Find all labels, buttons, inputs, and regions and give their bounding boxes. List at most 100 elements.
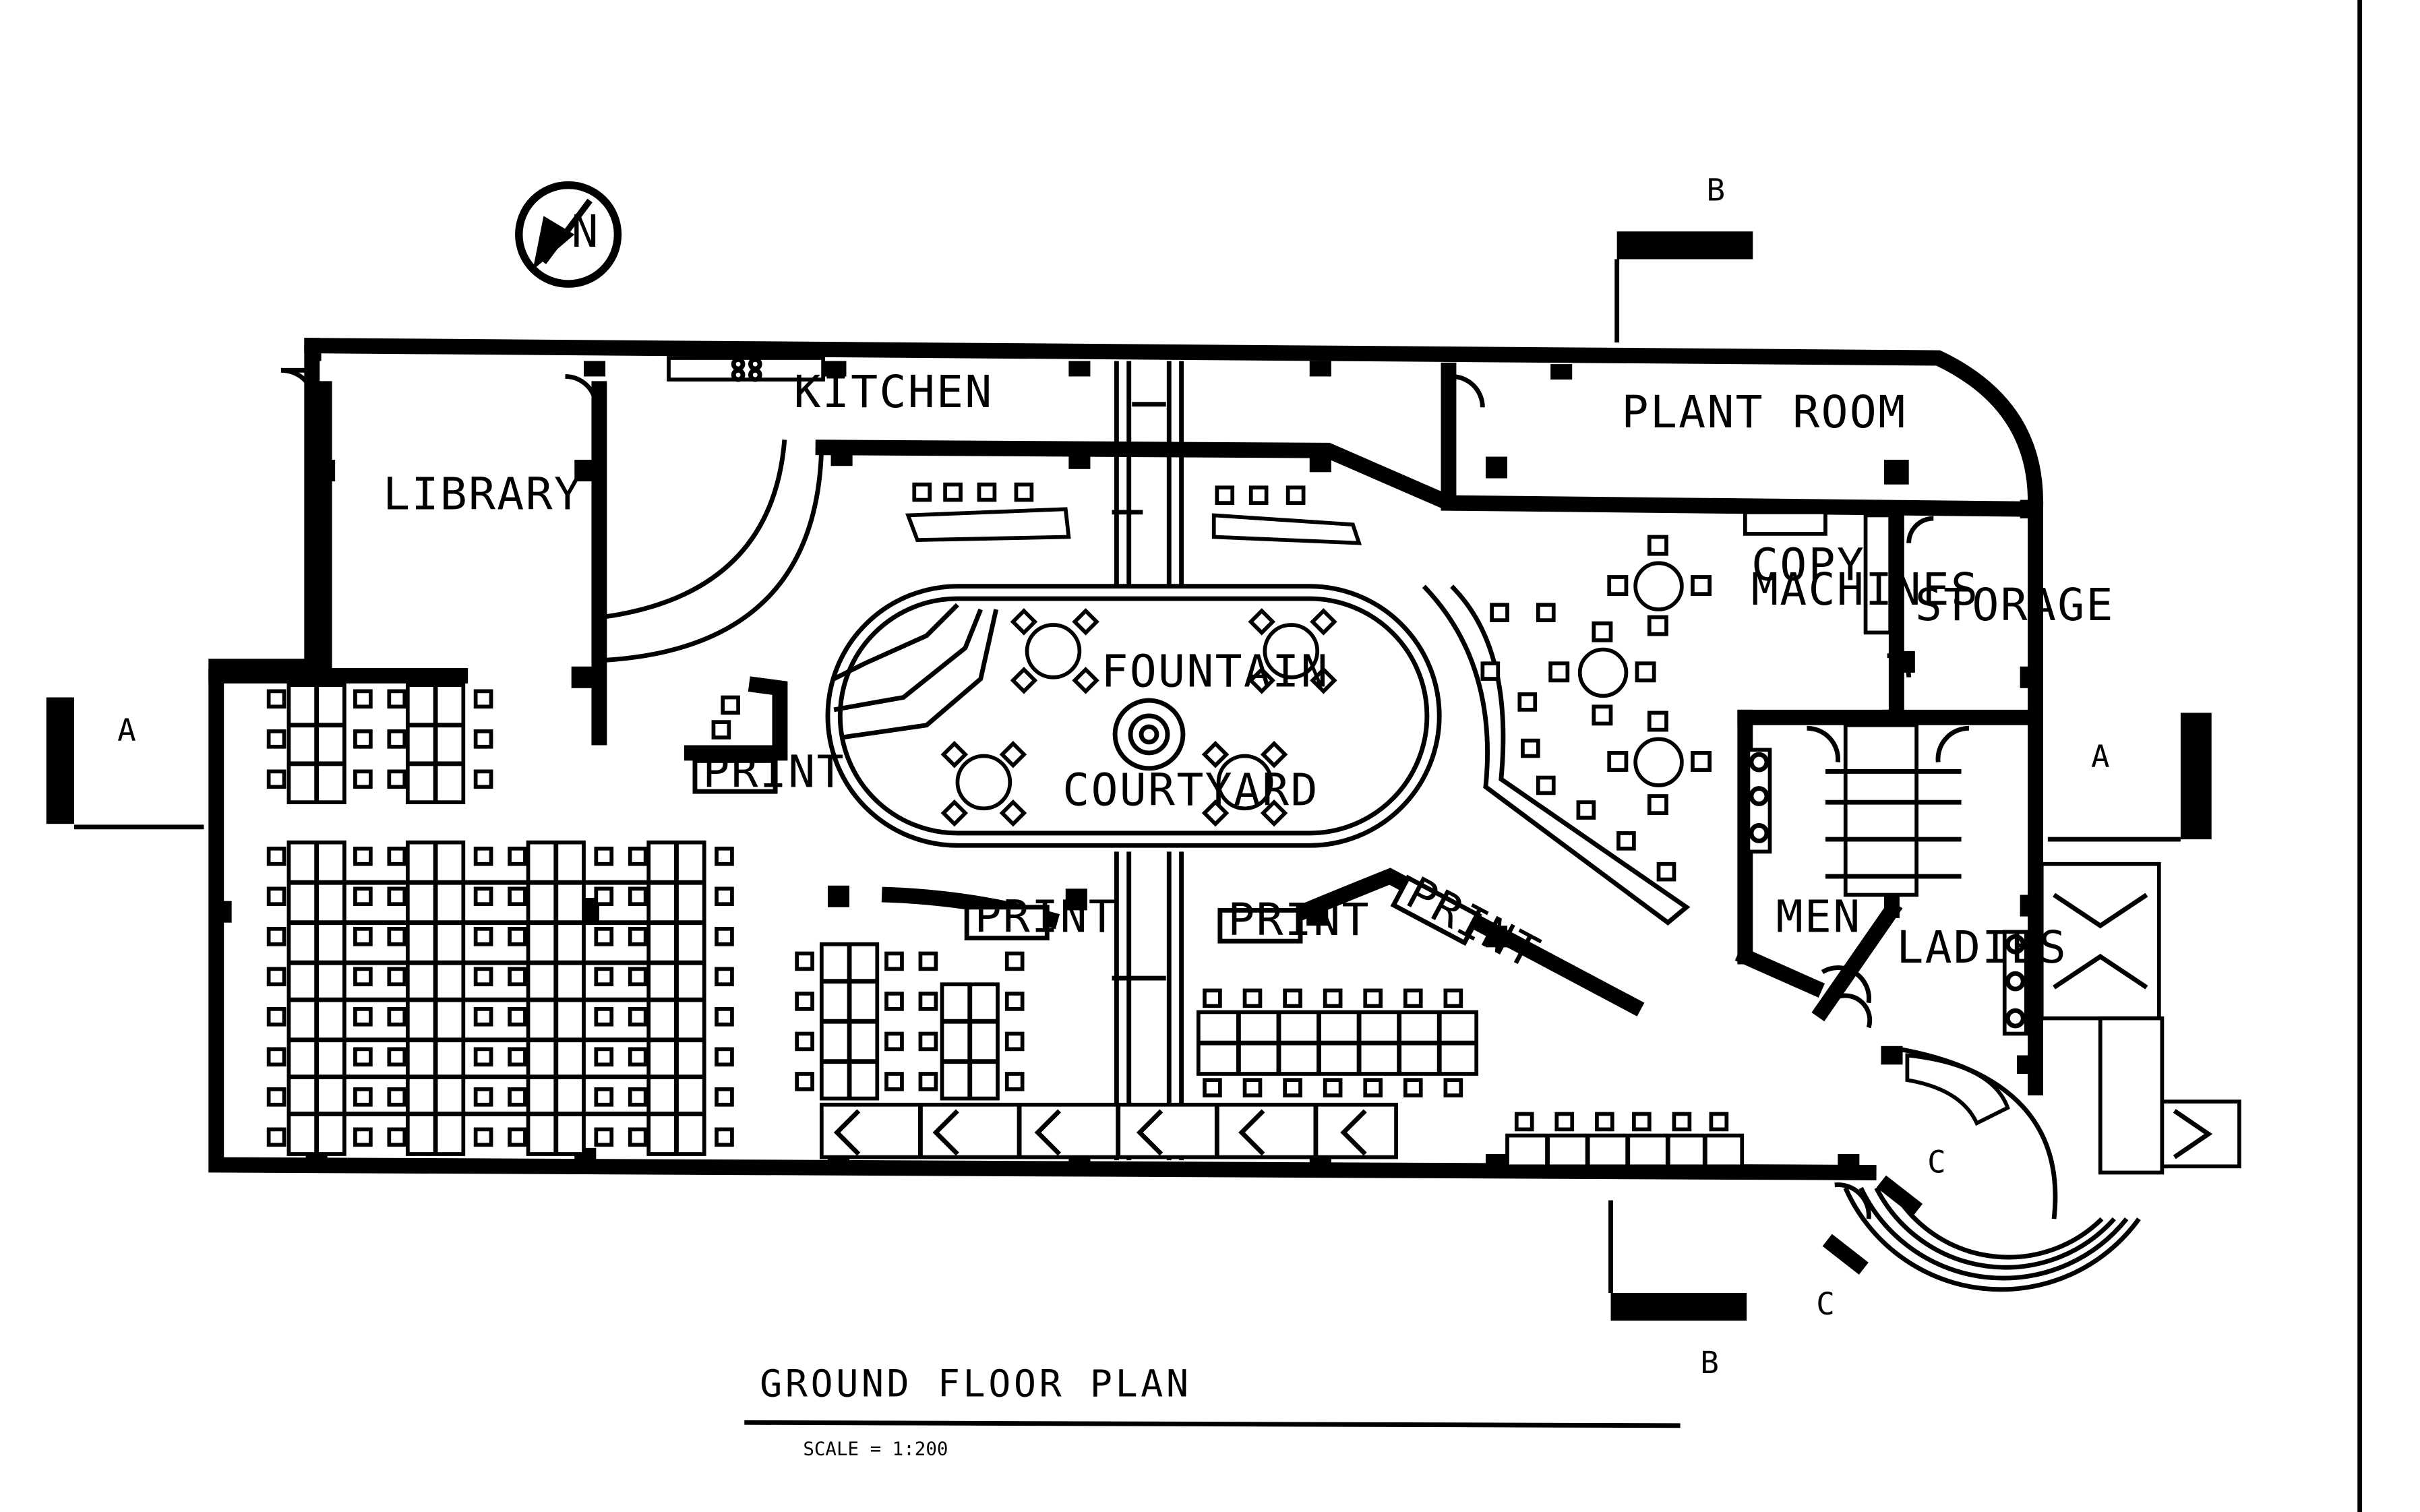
door-swings [280,367,1934,1219]
print-label: PRINT [1398,866,1548,979]
room-label-fountain: FOUNTAIN [1101,645,1329,698]
room-label-storage: STORAGE [1915,578,2115,631]
desk-chair [1709,1112,1729,1132]
desk-chair [508,886,527,907]
kitchen-counter [667,356,825,382]
print-label: PRINT [702,745,845,797]
desk-chair [353,1087,373,1107]
desk-chair [594,846,614,866]
desk-chair [1554,1112,1575,1132]
desk-chair [795,1072,814,1091]
desk-chair [795,992,814,1011]
desk-chair [473,967,493,987]
desk-chair [628,967,648,987]
desk-chair [473,1047,493,1067]
title-block: GROUND FLOOR PLAN SCALE = 1:200 [744,1362,1681,1459]
desk-chair [1283,1078,1302,1097]
desk-chair [473,846,493,866]
desk-chair [918,992,938,1011]
desk-chair [266,1127,286,1147]
desk-chair [628,1087,648,1107]
section-markers [46,231,2212,1321]
print-tag [1217,907,1303,944]
open-office-desks [286,683,1000,1156]
desk-chair [628,886,648,907]
desk-chair [387,1047,407,1067]
desk-chair [594,1006,614,1027]
desk-chair [387,689,407,709]
desk-chair [628,846,648,866]
desk-chair [715,1127,734,1147]
section-label-b-top: B [1707,172,1726,208]
desk-chair [473,1127,493,1147]
entrance-desk [1905,1053,2010,1126]
room-label-men: MEN [1776,890,1862,942]
perimeter-workstations [819,1102,1398,1159]
desk-chair [353,886,373,907]
desk-chair [387,967,407,987]
section-label-b-bottom: B [1700,1344,1719,1381]
drawing-title: GROUND FLOOR PLAN [760,1362,1191,1405]
desk-chair [508,1006,527,1027]
desk-chair [1004,1072,1025,1091]
desk-chair [715,967,734,987]
room-label-plant-room: PLANT ROOM [1622,386,1907,438]
print-tag [1390,874,1482,946]
desk-chair [387,1087,407,1107]
desk-chair [1203,988,1222,1008]
desk-chair [353,846,373,866]
courtyard-enclosure [825,584,1442,848]
desk-chair [1514,1112,1534,1132]
section-label-a-right: A [2091,738,2110,775]
room-label-ladies: LADIES [1896,921,2067,973]
desk-chair [884,1031,904,1052]
desk-chairs [266,689,1729,1147]
desk-chair [1203,1078,1222,1097]
toilet-fixtures [1746,723,2028,1036]
desk-chair [1004,1031,1025,1052]
desk-chair [266,1047,286,1067]
desk-chair [594,1127,614,1147]
desk-chair [594,1047,614,1067]
desk-chair [628,1047,648,1067]
desk-chair [387,1006,407,1027]
desk-chair [387,846,407,866]
room-labels: LIBRARY KITCHEN PLANT ROOM COPY MACHINES… [383,365,2115,973]
desk-chair [387,769,407,789]
desk-chair [1403,1078,1423,1097]
desk-chair [594,926,614,946]
desk-chair [594,967,614,987]
desk-chair [884,951,904,971]
desk-chair [1403,988,1423,1008]
print-tag [692,758,778,794]
desk-chair [628,1006,648,1027]
desk-chair [266,886,286,907]
desk-chair [508,846,527,866]
desk-chair [353,1006,373,1027]
copy-machine-counter [1743,510,1893,635]
room-label-machines: MACHINES [1751,563,1979,615]
print-tag [964,905,1050,941]
desk-chair [594,1087,614,1107]
desk-chair [1004,992,1025,1011]
desk-chair [473,1087,493,1107]
desk-chair [473,689,493,709]
desk-chair [1595,1112,1614,1132]
desk-chair [508,967,527,987]
desk-chair [353,967,373,987]
desk-chair [1363,1078,1383,1097]
desk-chair [266,689,286,709]
desk-chair [266,1006,286,1027]
desk-chair [628,926,648,946]
room-label-kitchen: KITCHEN [794,365,994,418]
room-label-courtyard: COURTYARD [1062,764,1319,816]
desk-chair [1004,951,1025,971]
desk-chair [715,846,734,866]
north-label: N [572,205,600,258]
north-arrow-icon: N [515,181,622,288]
desk-chair [1363,988,1383,1008]
desk-chair [715,886,734,907]
desk-chair [795,1031,814,1052]
library-curved-wall [602,440,824,663]
print-label: PRINT [975,890,1117,942]
